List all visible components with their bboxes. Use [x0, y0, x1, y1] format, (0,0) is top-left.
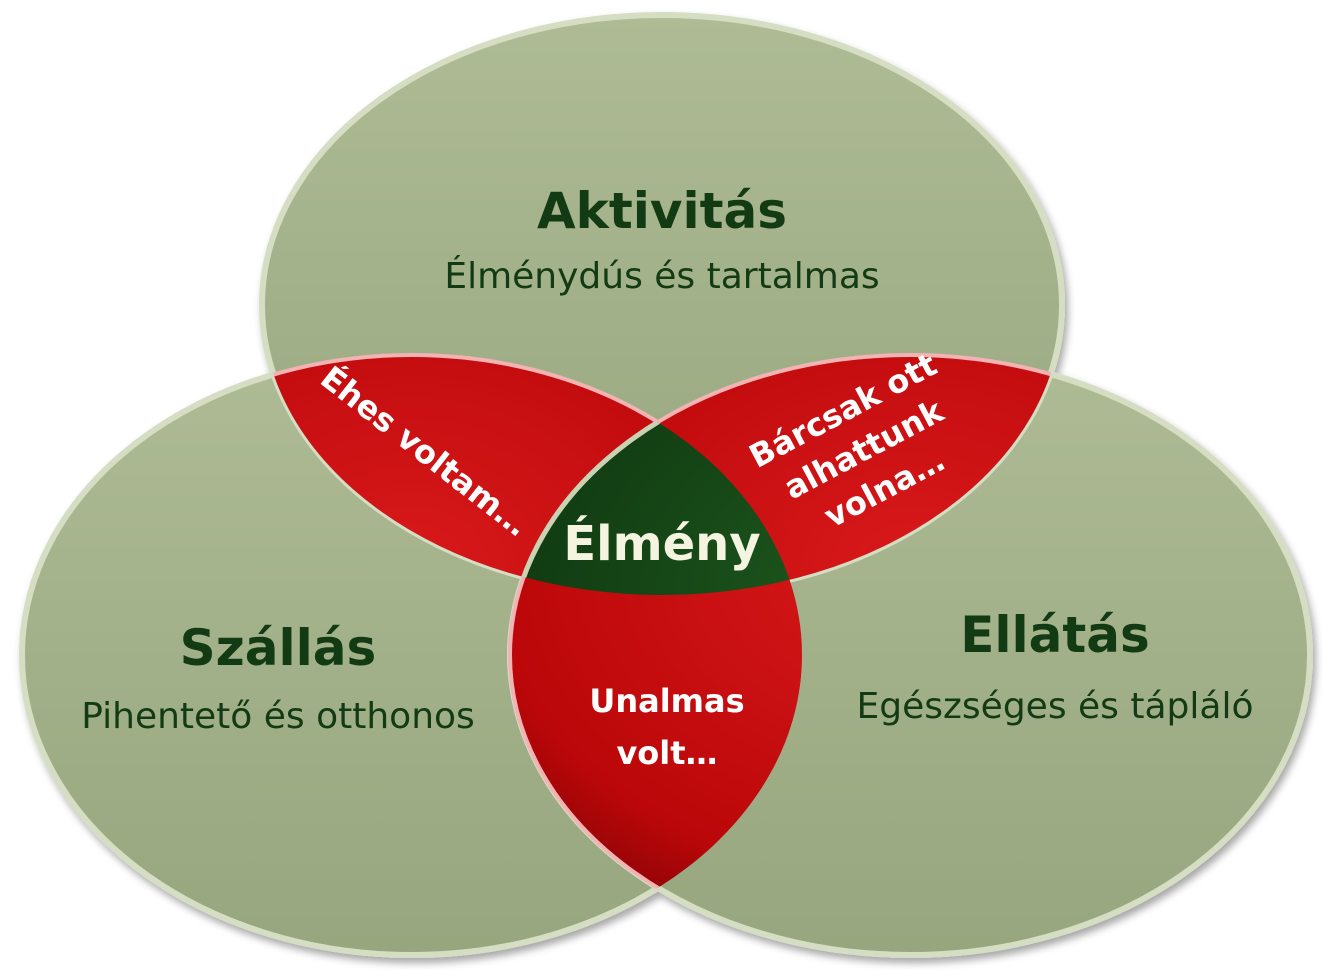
set-right-subtitle: Egészséges és tápláló: [857, 686, 1254, 727]
set-top-subtitle: Élménydús és tartalmas: [444, 255, 879, 297]
set-top-title: Aktivitás: [537, 182, 787, 240]
overlap-bottom-line-1: Unalmas: [589, 682, 744, 720]
set-left-title: Szállás: [180, 619, 377, 677]
overlap-bottom-line-2: volt…: [616, 734, 717, 772]
center-label: Élmény: [563, 515, 760, 572]
set-right-title: Ellátás: [960, 606, 1150, 664]
set-left-subtitle: Pihentető és otthonos: [81, 696, 475, 737]
center-region: [507, 355, 802, 595]
